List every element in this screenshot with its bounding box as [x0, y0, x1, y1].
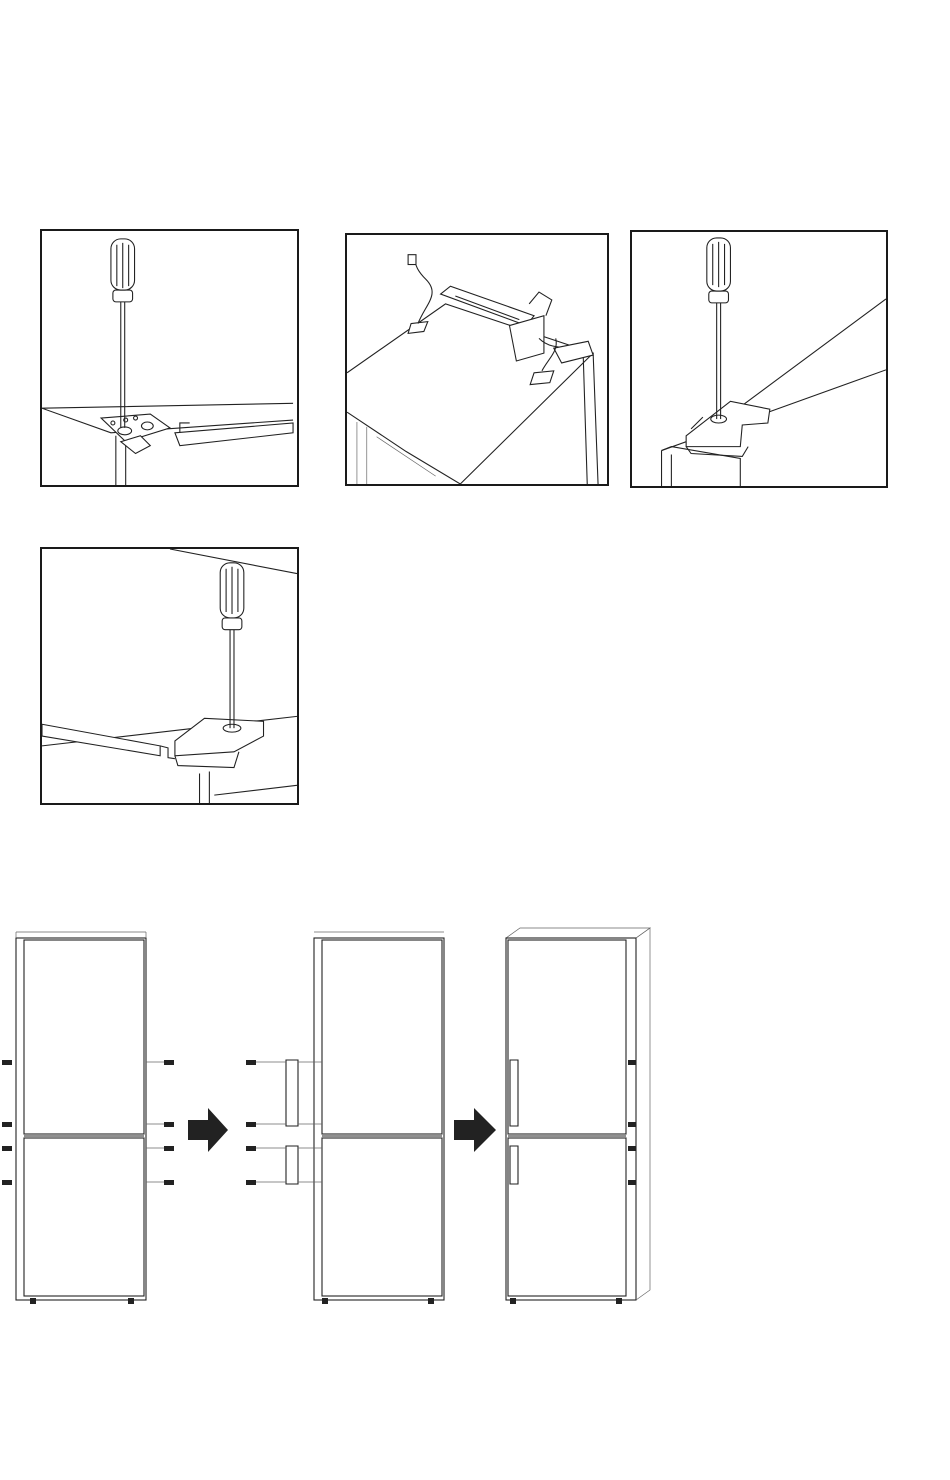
fridge-handles-removed [2, 932, 174, 1304]
screwdriver-cover-left-illustration [42, 549, 297, 803]
screw-set-left [2, 1060, 12, 1185]
step-panel-hinge-bracket-cable [345, 233, 609, 486]
step-panel-hinge-cover-left [40, 547, 299, 805]
right-arrow-icon [188, 1108, 228, 1152]
hinge-bracket-illustration [347, 235, 607, 484]
handle-reversal-sequence [0, 920, 680, 1310]
screw-set-moving [246, 1060, 286, 1185]
installed-handle-lower [510, 1146, 518, 1184]
installed-handle-upper [510, 1060, 518, 1126]
step-panel-hinge-cover-right [630, 230, 888, 488]
fridge-handles-moving [246, 932, 444, 1304]
screw-set-right [146, 1060, 174, 1185]
fridge-sequence-illustration [0, 920, 680, 1310]
screwdriver-cover-right-illustration [632, 232, 886, 486]
screwdriver-hinge-illustration [42, 231, 297, 485]
right-arrow-icon [454, 1108, 496, 1152]
fridge-handles-installed [506, 928, 650, 1304]
step-panel-remove-top-hinge [40, 229, 299, 487]
